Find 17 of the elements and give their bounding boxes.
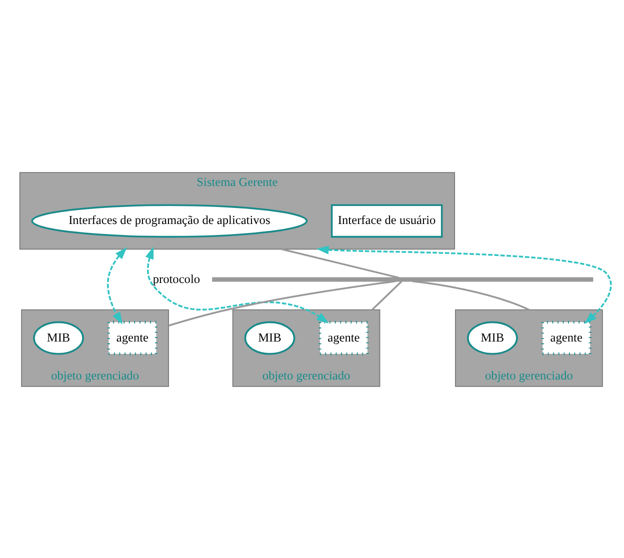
node-ellipse: MIB [467, 320, 518, 354]
node-bar [212, 276, 594, 282]
arrow [145, 246, 329, 323]
node-ellipse: MIB [244, 320, 296, 354]
node-ellipse: MIB [33, 320, 84, 354]
arrow [316, 245, 612, 324]
node-box: Interface de usuário [330, 204, 443, 238]
edge-label: protocolo [152, 271, 200, 286]
node-ellipse: Interfaces de programação de aplicativos [31, 204, 308, 238]
connector [168, 280, 396, 326]
node-box: agente [107, 320, 158, 355]
node-box: agente [541, 320, 592, 355]
arrow [106, 246, 128, 324]
connector [371, 280, 402, 310]
node-box: agente [318, 320, 369, 355]
connector [281, 248, 400, 278]
connector [412, 280, 530, 310]
